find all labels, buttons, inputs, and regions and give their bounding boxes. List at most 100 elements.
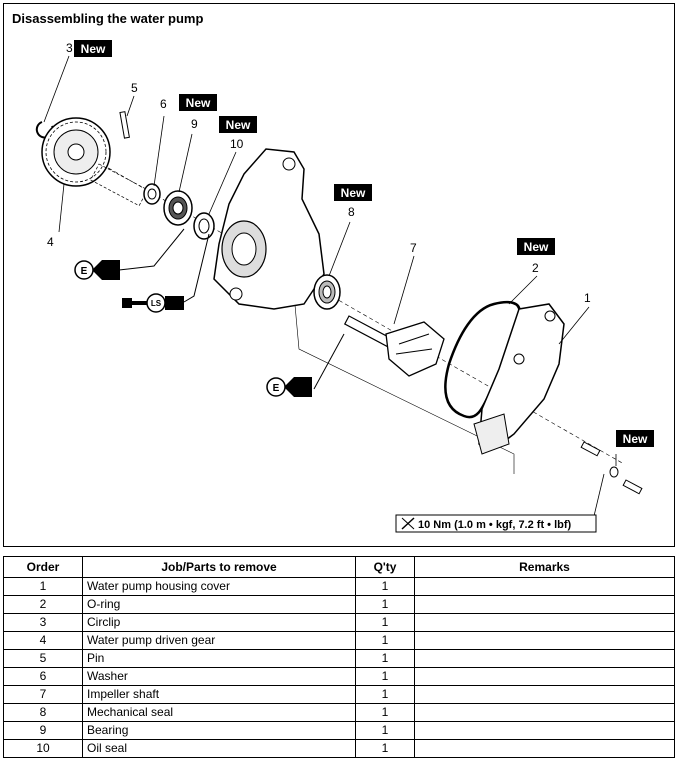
cell-remarks [414, 685, 675, 704]
cell-qty: 1 [355, 703, 415, 722]
page-title: Disassembling the water pump [12, 11, 204, 26]
cell-part: Mechanical seal [82, 703, 356, 722]
cell-qty: 1 [355, 577, 415, 596]
oil-seal-part [193, 212, 215, 240]
header-job: Job/Parts to remove [82, 556, 356, 578]
svg-text:New: New [186, 96, 211, 110]
diagram-frame: Disassembling the water pump [3, 3, 675, 547]
driven-gear-part [41, 117, 111, 187]
callout-3: 3 [66, 41, 73, 55]
cell-qty: 1 [355, 721, 415, 740]
svg-text:LS: LS [151, 299, 162, 308]
cell-part: Pin [82, 649, 356, 668]
new-badge-3: New [74, 40, 112, 57]
callout-1: 1 [584, 291, 591, 305]
header-qty: Q'ty [355, 556, 415, 578]
new-badge-2: New [517, 238, 555, 255]
wrench-icon [401, 517, 415, 530]
cell-part: Washer [82, 667, 356, 686]
table-row: 10 Oil seal 1 [3, 739, 675, 758]
cell-order: 3 [3, 613, 83, 632]
lubricant-e-symbol-1: E [74, 260, 120, 280]
lubricant-e-symbol-2: E [266, 377, 312, 397]
cell-order: 9 [3, 721, 83, 740]
svg-text:10 Nm (1.0 m • kgf, 7.2 ft • l: 10 Nm (1.0 m • kgf, 7.2 ft • lbf) [418, 519, 572, 531]
cell-order: 8 [3, 703, 83, 722]
cell-order: 7 [3, 685, 83, 704]
callout-7: 7 [410, 241, 417, 255]
pin-part [119, 111, 130, 139]
svg-text:New: New [623, 432, 648, 446]
cell-qty: 1 [355, 649, 415, 668]
cell-remarks [414, 667, 675, 686]
parts-table: Order Job/Parts to remove Q'ty Remarks 1… [3, 556, 675, 758]
cell-qty: 1 [355, 739, 415, 758]
new-badge-9: New [179, 94, 217, 111]
cell-part: Water pump housing cover [82, 577, 356, 596]
callout-8: 8 [348, 205, 355, 219]
cell-qty: 1 [355, 595, 415, 614]
callout-6: 6 [160, 97, 167, 111]
impeller-shaft-part [343, 315, 445, 377]
lubricant-e-leader-2 [313, 333, 345, 390]
callout-2: 2 [532, 261, 539, 275]
axis-line [83, 153, 625, 465]
cell-qty: 1 [355, 685, 415, 704]
cell-remarks [414, 577, 675, 596]
cell-remarks [414, 649, 675, 668]
cell-qty: 1 [355, 667, 415, 686]
new-badge-10: New [219, 116, 257, 133]
svg-text:New: New [226, 118, 251, 132]
cell-remarks [414, 739, 675, 758]
callout-4: 4 [47, 235, 54, 249]
svg-text:New: New [341, 186, 366, 200]
header-remarks: Remarks [414, 556, 675, 578]
lubricant-e-leader-1 [118, 228, 185, 271]
table-row: 3 Circlip 1 [3, 613, 675, 632]
callout-9: 9 [191, 117, 198, 131]
cell-order: 1 [3, 577, 83, 596]
table-row: 8 Mechanical seal 1 [3, 703, 675, 722]
cell-qty: 1 [355, 631, 415, 650]
cell-order: 6 [3, 667, 83, 686]
svg-text:E: E [81, 266, 88, 277]
table-row: 1 Water pump housing cover 1 [3, 577, 675, 596]
housing-cover-part [473, 303, 565, 455]
lubricant-ls-leader [183, 233, 210, 303]
cell-order: 4 [3, 631, 83, 650]
table-row: 4 Water pump driven gear 1 [3, 631, 675, 650]
cell-order: 5 [3, 649, 83, 668]
leader-lines [43, 55, 617, 517]
cell-qty: 1 [355, 613, 415, 632]
callout-10: 10 [230, 137, 244, 151]
cell-part: Bearing [82, 721, 356, 740]
cell-remarks [414, 703, 675, 722]
cell-part: Water pump driven gear [82, 631, 356, 650]
cell-remarks [414, 721, 675, 740]
table-row: 6 Washer 1 [3, 667, 675, 686]
bearing-part [163, 190, 193, 226]
new-badge-washer: New [616, 430, 654, 447]
header-order: Order [3, 556, 83, 578]
table-header-row: Order Job/Parts to remove Q'ty Remarks [3, 556, 675, 578]
cell-order: 2 [3, 595, 83, 614]
svg-text:New: New [524, 240, 549, 254]
table-row: 5 Pin 1 [3, 649, 675, 668]
table-row: 9 Bearing 1 [3, 721, 675, 740]
svg-text:New: New [81, 42, 106, 56]
shaft-outline [90, 163, 149, 207]
washer-part [143, 183, 161, 205]
cell-part: O-ring [82, 595, 356, 614]
cell-remarks [414, 613, 675, 632]
bolt-part [580, 441, 643, 495]
lubricant-ls-symbol: LS [122, 293, 184, 313]
cell-remarks [414, 631, 675, 650]
cell-part: Impeller shaft [82, 685, 356, 704]
axis-line-housing [293, 293, 515, 474]
cell-remarks [414, 595, 675, 614]
callout-5: 5 [131, 81, 138, 95]
callout-numbers: 3 5 6 9 10 4 8 7 2 1 [47, 41, 591, 305]
cell-order: 10 [3, 739, 83, 758]
cell-part: Oil seal [82, 739, 356, 758]
